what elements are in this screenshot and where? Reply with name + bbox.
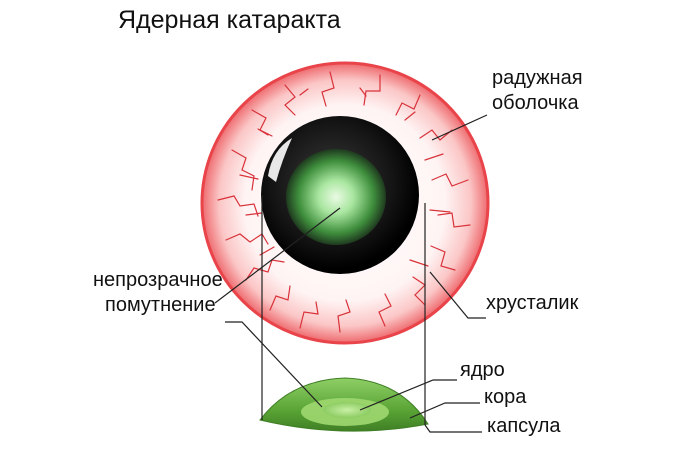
label-iris-line2: оболочка: [492, 92, 579, 114]
label-lens: хрусталик: [486, 292, 579, 314]
label-iris-line1: радужная: [492, 67, 583, 89]
label-cortex: кора: [484, 386, 527, 408]
lens-opacity: [286, 149, 386, 245]
label-opacity-line2: помутнение: [105, 294, 216, 316]
page-title: Ядерная катаракта: [118, 6, 341, 34]
lens-nucleus-shape: [323, 402, 371, 418]
label-capsule: капсула: [487, 415, 561, 437]
label-nucleus: ядро: [460, 359, 505, 381]
leader-lines: [214, 114, 488, 433]
blood-vessels: [217, 71, 471, 333]
pupil-highlight: [268, 138, 292, 182]
label-opacity-line1: непрозрачное: [93, 269, 223, 291]
